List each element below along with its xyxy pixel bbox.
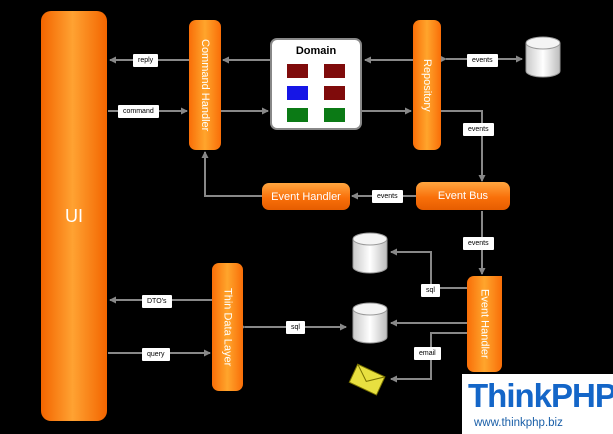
- event-store-database-icon: [525, 36, 561, 78]
- read-database-top-icon: [352, 232, 388, 274]
- events-bus-handler-label: events: [372, 190, 403, 203]
- event-bus-label: Event Bus: [437, 190, 489, 202]
- domain-entity-red-2: [324, 64, 345, 78]
- sql-db-label: sql: [421, 284, 440, 297]
- reply-label: reply: [133, 54, 159, 67]
- event-bus-block: Event Bus: [416, 182, 510, 210]
- email-envelope-icon: [348, 363, 386, 396]
- event-handler-top-block: Event Handler: [262, 183, 350, 210]
- event-handler-bottom-label: Event Handler: [478, 289, 491, 359]
- ui-label: UI: [65, 205, 83, 226]
- watermark-brand: ThinkPHP: [468, 377, 613, 414]
- domain-entity-green-2: [324, 108, 345, 122]
- domain-entity-green-1: [287, 108, 308, 122]
- watermark-logo: ThinkPHP www.thinkphp.biz: [462, 374, 613, 434]
- event-handler-bottom-block: Event Handler: [467, 276, 502, 372]
- domain-entity-red-3: [324, 86, 345, 100]
- query-label: query: [142, 348, 170, 361]
- domain-box: Domain: [270, 38, 362, 130]
- thin-data-layer-label: Thin Data Layer: [221, 287, 234, 367]
- command-label: command: [118, 105, 159, 118]
- events-repo-bus-label: events: [463, 123, 494, 136]
- email-label: email: [414, 347, 441, 360]
- repository-label: Repository: [421, 58, 433, 112]
- watermark-url: www.thinkphp.biz: [474, 417, 563, 429]
- events-bus-bottom-handler-label: events: [463, 237, 494, 250]
- domain-entity-blue: [287, 86, 308, 100]
- sql-tdl-label: sql: [286, 321, 305, 334]
- repository-to-eventbus-arrow: [441, 110, 486, 182]
- dtos-label: DTO's: [142, 295, 172, 308]
- command-handler-label: Command Handler: [199, 38, 211, 132]
- read-database-icon: [352, 302, 388, 344]
- domain-entity-red-1: [287, 64, 308, 78]
- repository-block: Repository: [413, 20, 441, 150]
- ui-block: UI: [41, 11, 107, 421]
- thin-data-layer-block: Thin Data Layer: [212, 263, 243, 391]
- events-repo-store-label: events: [467, 54, 498, 67]
- event-handler-top-label: Event Handler: [271, 190, 341, 203]
- command-handler-block: Command Handler: [189, 20, 221, 150]
- eventhandler-to-commandhandler-arrow: [201, 151, 262, 197]
- domain-title: Domain: [295, 45, 337, 57]
- eventhandler-to-readdb-arrow: [390, 248, 467, 289]
